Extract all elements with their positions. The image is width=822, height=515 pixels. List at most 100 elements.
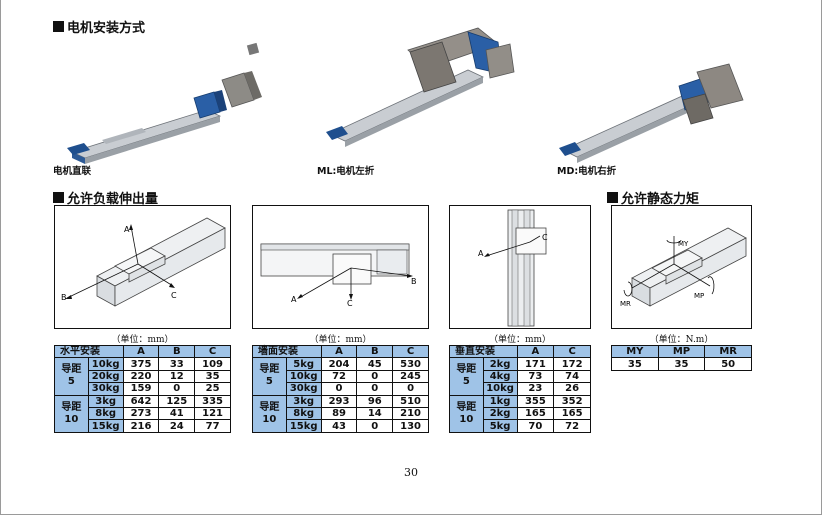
- value-cell: 77: [194, 419, 231, 433]
- value-cell: 352: [553, 394, 591, 408]
- heading-allowable-overhang: 允许负载伸出量: [53, 188, 158, 207]
- column-header: C: [392, 344, 429, 359]
- value-cell: 273: [122, 406, 160, 421]
- column-header: C: [553, 344, 591, 359]
- value-cell: 642: [122, 394, 160, 408]
- square-bullet-icon: [53, 21, 64, 32]
- axis-label-a: A: [291, 295, 297, 304]
- direct-mount-actuator-image: [67, 42, 262, 164]
- value-cell: 375: [122, 357, 160, 371]
- value-cell: 25: [194, 382, 231, 396]
- axis-label-c: C: [347, 299, 353, 308]
- lead-value: 5: [67, 376, 75, 388]
- table-row: 8kg 89 14 210: [253, 406, 429, 421]
- moment-label-mr: MR: [620, 300, 631, 308]
- value-cell: 23: [516, 382, 555, 396]
- wall-mount-diagram: A B C: [252, 205, 429, 329]
- load-cell: 10kg: [285, 369, 322, 384]
- caption-ml-left-fold: ML:电机左折: [317, 166, 375, 177]
- lead-label: 导距: [456, 401, 477, 413]
- value-cell: 26: [553, 382, 591, 396]
- value-cell: 0: [356, 382, 394, 396]
- value-cell: 109: [194, 357, 231, 371]
- value-cell: 220: [122, 369, 160, 384]
- value-cell: 0: [356, 419, 394, 433]
- value-cell: 33: [158, 357, 196, 371]
- md-right-fold-actuator-image: [559, 63, 744, 163]
- caption-md-right-fold: MD:电机右折: [557, 166, 617, 177]
- lead-label: 导距: [61, 364, 82, 376]
- value-cell: 35: [657, 357, 706, 371]
- value-cell: 41: [158, 406, 196, 421]
- value-cell: 125: [158, 394, 196, 408]
- heading-motor-mounting: 电机安装方式: [53, 17, 145, 36]
- value-cell: 165: [553, 406, 591, 421]
- heading-static-moment: 允许静态力矩: [607, 188, 699, 207]
- column-header: C: [194, 344, 231, 359]
- value-cell: 0: [158, 382, 196, 396]
- page-number: 30: [404, 466, 418, 479]
- value-cell: 73: [516, 369, 555, 384]
- table-row: 10kg 23 26: [450, 382, 591, 396]
- lead-value: 10: [64, 413, 79, 425]
- value-cell: 0: [356, 369, 394, 384]
- value-cell: 172: [553, 357, 591, 371]
- axis-label-b: B: [411, 277, 417, 286]
- column-header: A: [516, 344, 555, 359]
- value-cell: 0: [320, 382, 358, 396]
- axis-label-a: A: [478, 249, 484, 258]
- lead-value: 10: [459, 413, 474, 425]
- heading-motor-mounting-text: 电机安装方式: [67, 21, 146, 36]
- column-header: A: [122, 344, 160, 359]
- value-cell: 35: [194, 369, 231, 384]
- value-cell: 159: [122, 382, 160, 396]
- value-cell: 14: [356, 406, 394, 421]
- load-cell: 5kg: [285, 357, 322, 371]
- value-cell: 210: [392, 406, 429, 421]
- value-cell: 89: [320, 406, 358, 421]
- value-cell: 45: [356, 357, 394, 371]
- value-cell: 24: [158, 419, 196, 433]
- unit-label-moment: （单位：N.m）: [649, 335, 714, 345]
- value-cell: 43: [320, 419, 358, 433]
- load-cell: 1kg: [482, 394, 518, 408]
- load-cell: 20kg: [87, 369, 124, 384]
- table-row: 5kg 70 72: [450, 419, 591, 433]
- load-cell: 30kg: [87, 382, 124, 396]
- value-cell: 96: [356, 394, 394, 408]
- value-cell: 510: [392, 394, 429, 408]
- caption-direct-mount: 电机直联: [53, 166, 92, 177]
- load-cell: 8kg: [87, 406, 124, 421]
- wall-mount-drawing: A B C: [260, 243, 417, 308]
- static-moment-diagram: MY MR MP: [611, 205, 752, 329]
- moment-label-my: MY: [678, 240, 689, 248]
- load-cell: 30kg: [285, 382, 322, 396]
- value-cell: 130: [392, 419, 429, 433]
- value-cell: 216: [122, 419, 160, 433]
- lead-label: 导距: [259, 401, 280, 413]
- lead-value: 10: [262, 413, 277, 425]
- lead-label: 导距: [61, 401, 82, 413]
- value-cell: 293: [320, 394, 358, 408]
- load-cell: 2kg: [482, 357, 518, 371]
- axis-label-c: C: [171, 291, 177, 300]
- value-cell: 245: [392, 369, 429, 384]
- unit-label-horizontal: （单位：mm）: [111, 335, 174, 345]
- table-title: 墙面安装: [252, 344, 322, 359]
- unit-label-vertical: （单位：mm）: [488, 335, 552, 345]
- value-cell: 35: [611, 357, 659, 371]
- square-bullet-icon: [607, 192, 618, 203]
- ml-left-fold-actuator-image: [326, 27, 515, 147]
- table-header-row: 墙面安装 A B C: [252, 344, 429, 359]
